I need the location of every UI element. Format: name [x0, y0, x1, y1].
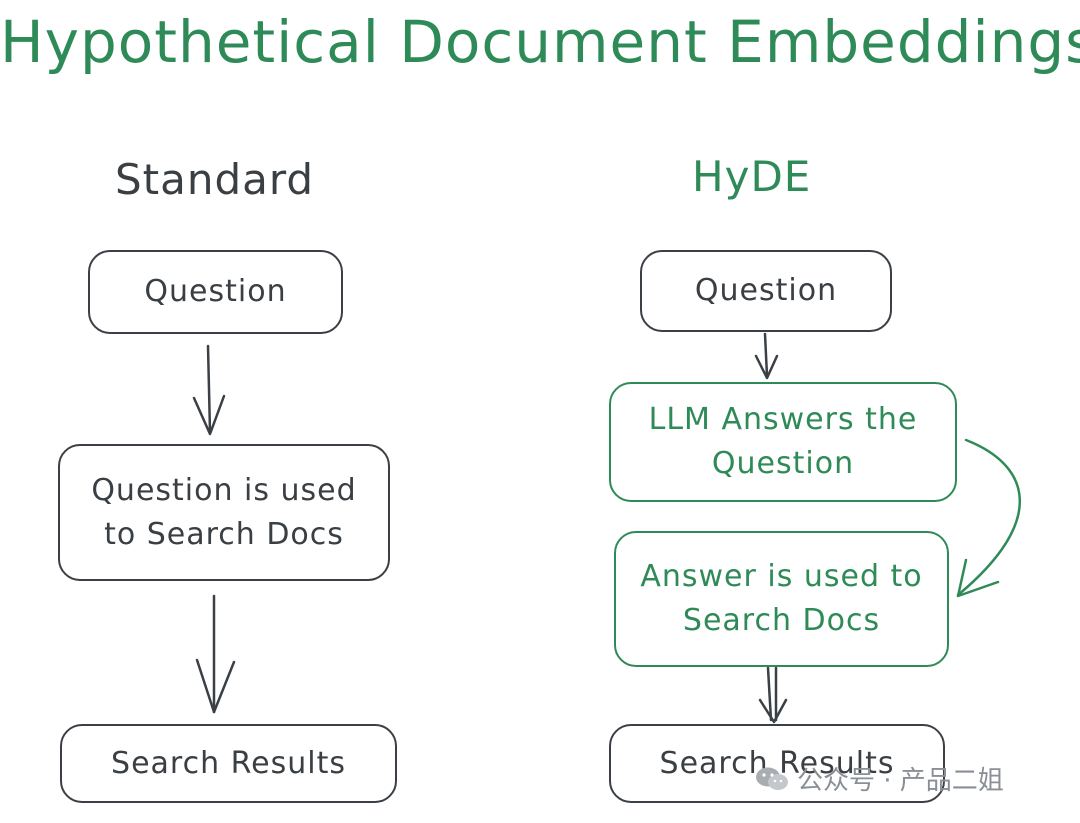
hyde-arrow-3 [766, 666, 778, 722]
standard-search-results-box: Search Results [60, 724, 397, 803]
hyde-heading: HyDE [692, 152, 812, 201]
watermark: 公众号 · 产品二姐 [755, 760, 1004, 797]
diagram-title: Hypothetical Document Embeddings [0, 8, 1080, 76]
hyde-answer-search-box: Answer is used to Search Docs [614, 531, 949, 667]
hyde-question-box: Question [640, 250, 892, 332]
standard-arrow-1 [206, 344, 212, 434]
standard-question-box: Question [88, 250, 343, 334]
hyde-curved-arrow [956, 438, 1021, 597]
hyde-arrow-1 [763, 332, 769, 378]
standard-heading: Standard [115, 155, 315, 204]
watermark-text: 公众号 · 产品二姐 [797, 766, 1004, 796]
standard-search-docs-box: Question is used to Search Docs [58, 444, 390, 581]
hyde-llm-answers-box: LLM Answers the Question [609, 382, 957, 502]
wechat-icon [755, 766, 789, 792]
